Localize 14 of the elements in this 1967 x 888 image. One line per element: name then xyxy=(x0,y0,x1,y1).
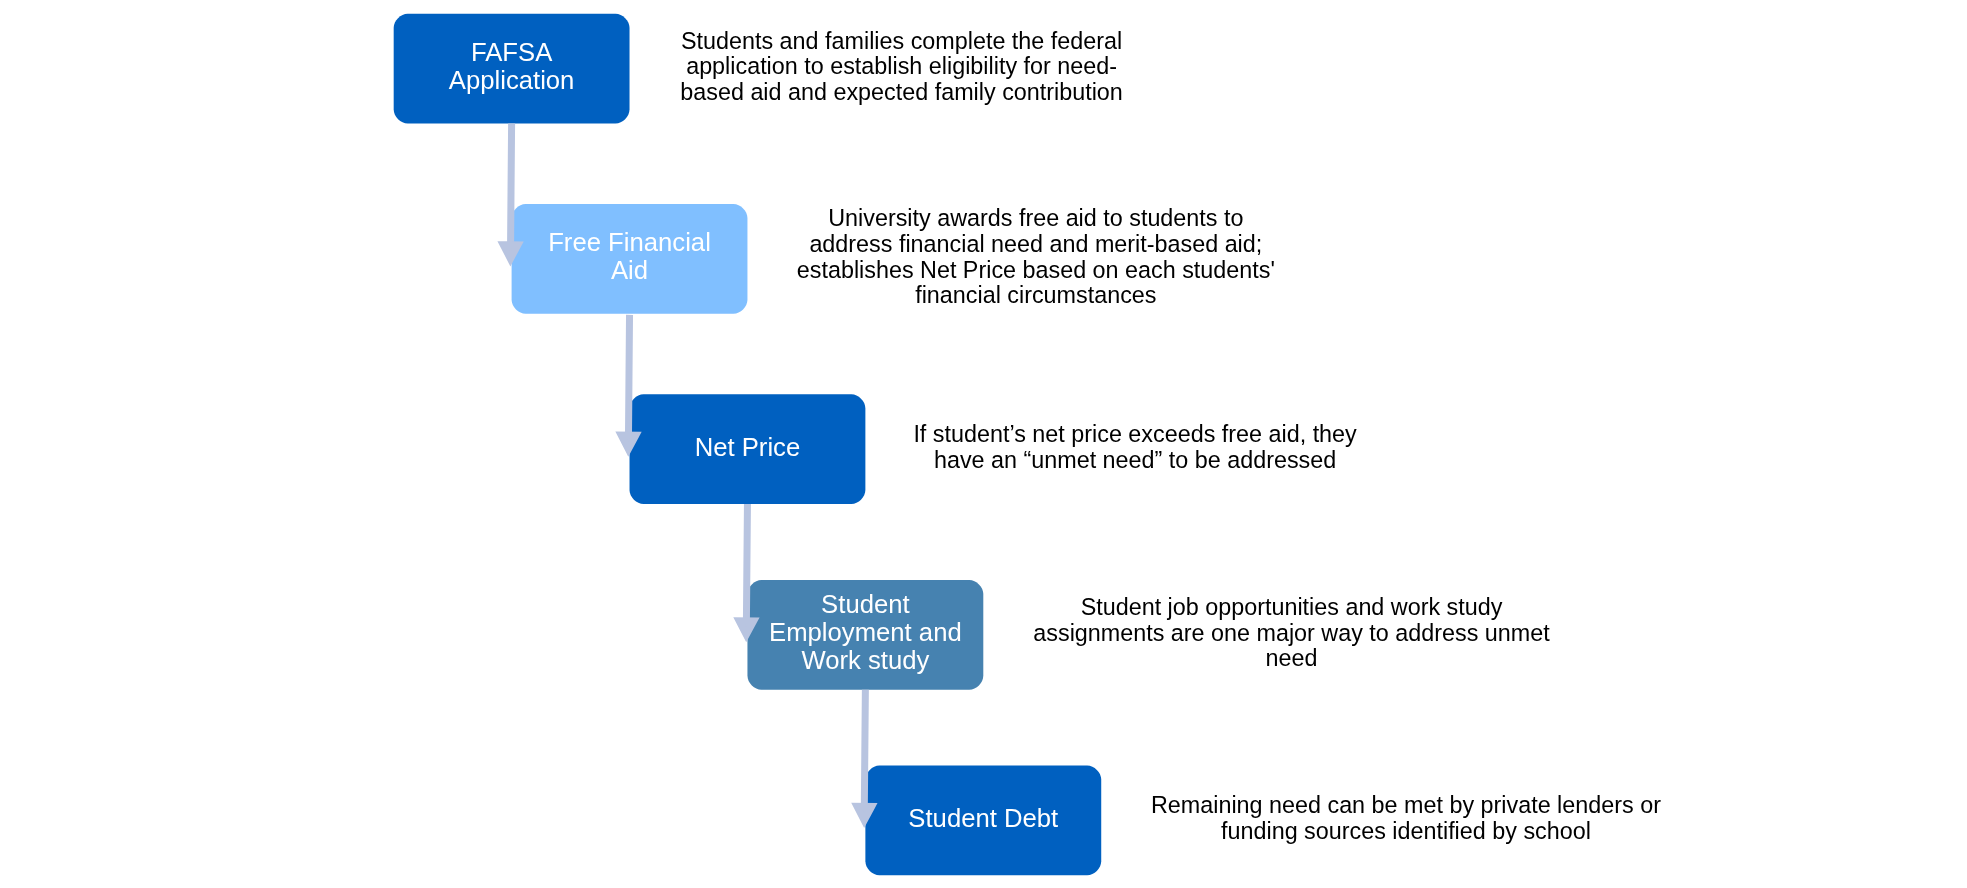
node-box: Student Employment and Work study xyxy=(746,579,983,690)
arrow xyxy=(732,503,760,642)
node-label: Student job opportunities and work study assignments are one major way to address unmet need xyxy=(1032,593,1550,671)
node-label: University awards free aid to students to address financial need and merit-based aid; establishes Net Price based on each students' financial circumstances xyxy=(796,204,1275,308)
node-label: Students and families complete the federal application to establish eligibility for need-based aid and expected family contribution xyxy=(679,27,1123,105)
node-label: If student’s net price exceeds free aid, they have an “unmet need” to be addressed xyxy=(912,420,1357,473)
node-box: Free Financial Aid xyxy=(511,203,747,314)
arrow xyxy=(850,689,877,828)
node-box: FAFSA Application xyxy=(393,13,630,123)
arrow xyxy=(614,314,642,457)
node-box: Student Debt xyxy=(864,765,1101,875)
node-label: Remaining need can be met by private lenders or funding sources identified by school xyxy=(1150,791,1661,844)
arrow xyxy=(496,122,524,266)
node-box: Net Price xyxy=(629,393,865,504)
